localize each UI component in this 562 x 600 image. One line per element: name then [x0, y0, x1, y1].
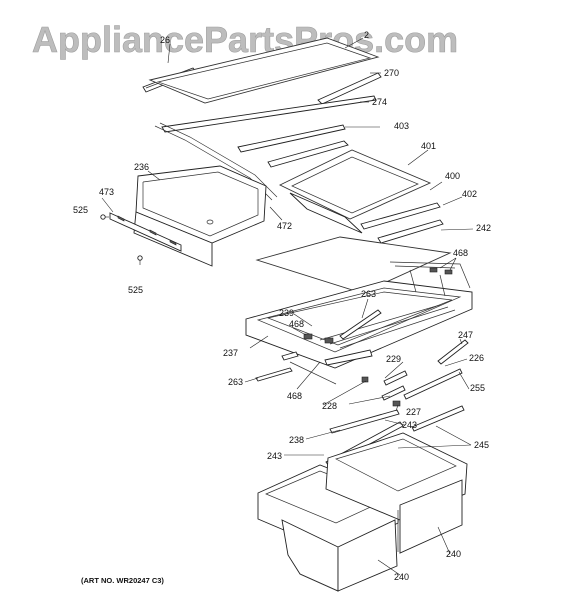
callout-525-lower: 525: [128, 285, 143, 295]
callout-243-left: 243: [267, 451, 282, 461]
screw-upper: [100, 214, 109, 220]
callout-472: 472: [277, 221, 292, 231]
callout-243-right: 243: [402, 420, 417, 430]
callout-263-upper: 263: [361, 289, 376, 299]
callout-263-lower: 263: [228, 377, 243, 387]
callout-468-right: 468: [453, 248, 468, 258]
top-shelf-assembly: [142, 37, 382, 201]
callout-402: 402: [462, 189, 477, 199]
callout-226: 226: [469, 353, 484, 363]
crisper-frame: [245, 261, 473, 385]
callout-255: 255: [470, 383, 485, 393]
callout-274: 274: [372, 97, 387, 107]
middle-shelf-assembly: [267, 140, 444, 244]
screw-lower: [137, 255, 143, 265]
leader-lines: [101, 37, 474, 576]
callout-525-upper: 525: [73, 205, 88, 215]
watermark-text: AppliancePartsPros.com: [32, 19, 458, 60]
callout-242: 242: [476, 223, 491, 233]
callout-261: 26: [160, 35, 170, 45]
callout-240-bottom: 240: [394, 572, 409, 582]
art-number: (ART NO. WR20247 C3): [81, 576, 164, 585]
callout-401: 401: [421, 141, 436, 151]
callout-2x: 2: [364, 30, 369, 40]
callout-468-bottom: 468: [287, 391, 302, 401]
crisper-cover-glass: [255, 236, 452, 294]
callout-270: 270: [384, 68, 399, 78]
callout-240-right: 240: [446, 549, 461, 559]
callout-238: 238: [289, 435, 304, 445]
crisper-drawer-right: [325, 432, 468, 554]
callout-237: 237: [223, 348, 238, 358]
callout-227: 227: [406, 407, 421, 417]
callout-245: 245: [474, 440, 489, 450]
callout-239: 239: [279, 308, 294, 318]
callout-473: 473: [99, 187, 114, 197]
callout-403: 403: [394, 121, 409, 131]
deli-drawer: [109, 165, 267, 267]
callout-229: 229: [386, 354, 401, 364]
callout-247: 247: [458, 330, 473, 340]
callout-468-left: 468: [289, 319, 304, 329]
callout-400: 400: [445, 171, 460, 181]
callout-228: 228: [322, 401, 337, 411]
callout-236: 236: [134, 162, 149, 172]
